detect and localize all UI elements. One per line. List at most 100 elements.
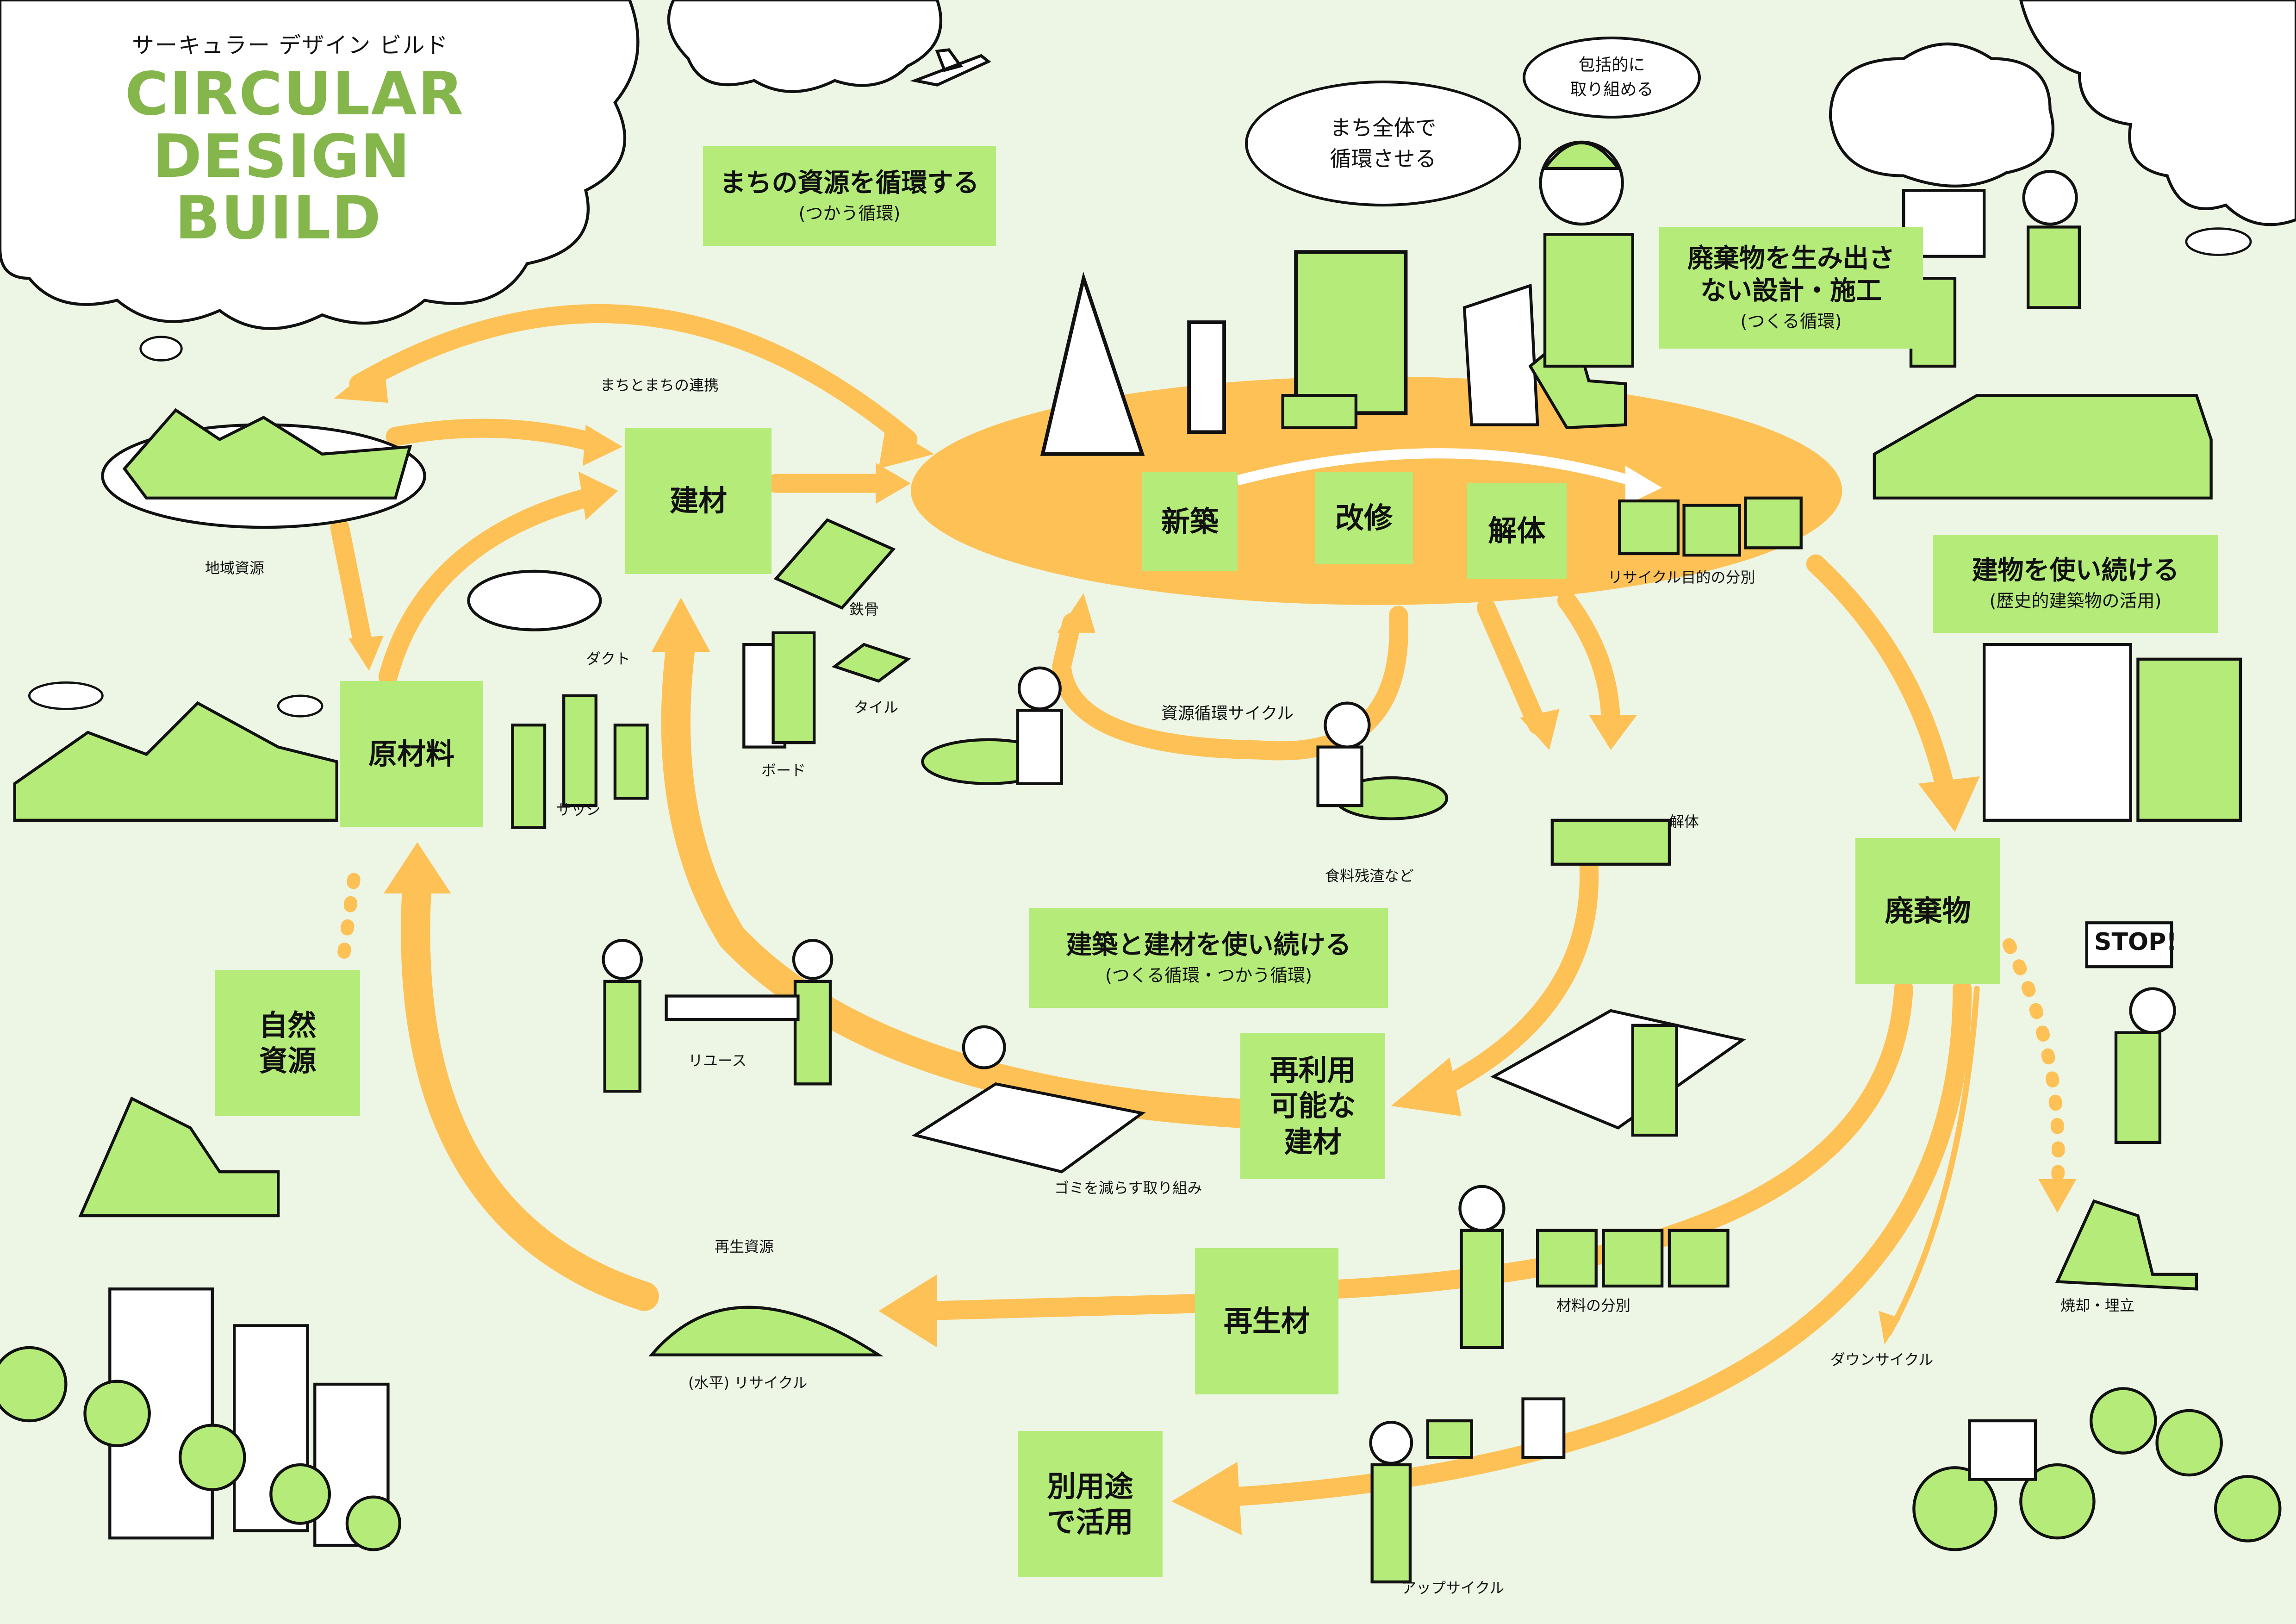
box-reusable-materials: 再利用 可能な 建材 (1240, 1033, 1385, 1179)
box-line: 資源 (259, 1044, 317, 1078)
speech-bubble-whole-town: まち全体で 循環させる (1245, 81, 1521, 206)
box-keep-using-materials: 建築と建材を使い続ける (つくる循環・つかう循環) (1029, 908, 1388, 1008)
crowd-bottom-right (1912, 1387, 2282, 1551)
label-recycle-sorting: リサイクル目的の分別 (1608, 568, 1755, 586)
arrowhead (1171, 1462, 1242, 1535)
small-cloud (139, 336, 183, 362)
arrowhead (383, 842, 451, 894)
box-subtitle: (歴史的建築物の活用) (1989, 591, 2162, 612)
bubble-line: 包括的に (1578, 56, 1645, 75)
arrowhead (878, 425, 934, 469)
arrowhead (1057, 593, 1095, 633)
label-resource-cycle: 資源循環サイクル (1161, 704, 1294, 723)
box-no-waste-design: 廃棄物を生み出さ ない設計・施工 (つくる循環) (1659, 227, 1923, 349)
arrowhead (651, 597, 710, 652)
arrowheads (334, 359, 2077, 1535)
box-waste: 廃棄物 (1855, 838, 2000, 984)
arrowhead (1918, 776, 1980, 832)
box-title: 再生材 (1223, 1304, 1310, 1338)
box-town-resources: まちの資源を循環する (つかう循環) (703, 146, 996, 246)
demolished-building (1462, 283, 1539, 426)
label-reduce-waste: ゴミを減らす取り組み (1054, 1179, 1202, 1197)
airplane-icon (910, 48, 991, 87)
box-demolition: 解体 (1467, 483, 1567, 579)
arrowhead (876, 462, 911, 504)
box-line: 廃棄物を生み出さ (1687, 243, 1895, 274)
crowd-bottom-left (0, 1287, 401, 1551)
stop-sign-board (2085, 921, 2173, 968)
arrow-downcycle (1886, 986, 1980, 1336)
title-line-design: DESIGN (153, 122, 411, 191)
box-recycled-materials: 再生材 (1195, 1248, 1338, 1394)
arrow-site-to-waste (1806, 554, 1957, 808)
tall-building (1187, 320, 1226, 434)
box-line: で活用 (1047, 1505, 1133, 1539)
box-line: 可能な (1269, 1089, 1356, 1123)
arrow-natural-to-raw (337, 857, 363, 959)
cloud-top-middle (667, 0, 942, 93)
people-illustrations (78, 666, 2198, 1584)
label-downcycle: ダウンサイクル (1830, 1351, 1934, 1368)
box-subtitle: (つかう循環) (798, 203, 901, 224)
label-sash: サッシ (556, 801, 601, 818)
box-title: 新築 (1161, 504, 1219, 538)
label-upcycle: アップサイクル (1401, 1579, 1505, 1597)
arrow-resource-cycle (1052, 606, 1408, 761)
box-title: 廃棄物 (1885, 894, 1971, 928)
box-title: まちの資源を循環する (720, 168, 979, 198)
box-line: 自然 (259, 1008, 317, 1042)
arrowhead (334, 359, 388, 403)
building-material-stacks (467, 518, 911, 829)
arrowhead (1588, 715, 1637, 750)
arrow-waste-to-other-use (1220, 979, 1972, 1507)
arrow-site-to-truck-2 (1557, 591, 1620, 735)
arrow-resources-to-raw (401, 864, 659, 1311)
truck (1281, 394, 1358, 430)
speech-bubble-comprehensive: 包括的に 取り組める (1523, 37, 1701, 119)
title-line-build: BUILD (175, 184, 382, 253)
cloud-top-left (0, 0, 640, 330)
arrow-town-link (349, 304, 918, 449)
cloud-top-right (2019, 0, 2296, 226)
recycle-bins (1618, 496, 1803, 557)
arrow-map-to-raw (330, 518, 373, 654)
bubble-line: 循環させる (1330, 146, 1437, 171)
box-keep-using-buildings: 建物を使い続ける (歴史的建築物の活用) (1933, 535, 2218, 633)
label-local-resources: 地域資源 (205, 559, 265, 577)
arrowhead (583, 425, 622, 466)
arrow-waste-to-landfill (2002, 938, 2065, 1193)
label-horizontal-recycle: (水平) リサイクル (688, 1374, 808, 1392)
box-title: 建築と建材を使い続ける (1066, 930, 1351, 960)
arrowhead (1625, 466, 1662, 506)
title-japanese: サーキュラー デザイン ビルド (132, 32, 449, 58)
box-title: 建物を使い続ける (1972, 556, 2179, 586)
box-line: 建材 (1284, 1124, 1342, 1159)
box-other-use: 別用途 で活用 (1018, 1431, 1163, 1577)
title-line-circular: CIRCULAR (125, 60, 465, 129)
box-raw-materials: 原材料 (340, 681, 483, 827)
box-renovation: 改修 (1315, 472, 1413, 564)
box-subtitle: (つくる循環・つかう循環) (1105, 965, 1312, 986)
label-tile: タイル (854, 699, 899, 716)
small-cloud (2185, 227, 2252, 256)
designer-at-desk (1902, 170, 2081, 368)
worker-figure (1539, 140, 1635, 368)
arrowhead (878, 1274, 937, 1348)
bubble-line: 取り組める (1570, 80, 1654, 99)
arrow-reusable-to-materials (661, 630, 1252, 1128)
arrow-map-to-materials (386, 418, 603, 452)
label-steel: 鉄骨 (849, 600, 879, 618)
small-cloud (28, 681, 104, 710)
label-town-link: まちとまちの連携 (600, 376, 719, 394)
box-title: 解体 (1488, 514, 1546, 548)
box-line: 別用途 (1047, 1469, 1133, 1503)
box-title: 原材料 (368, 737, 454, 771)
label-food-waste: 食料残渣など (1325, 867, 1414, 885)
arrowhead (1391, 1057, 1462, 1116)
box-subtitle: (つくる循環) (1740, 311, 1842, 331)
label-reuse: リユース (688, 1052, 747, 1069)
arrow-site-to-truck-1 (1476, 598, 1547, 735)
mountains (13, 701, 338, 822)
box-new-build: 新築 (1142, 472, 1238, 571)
arrowhead (1520, 709, 1560, 750)
